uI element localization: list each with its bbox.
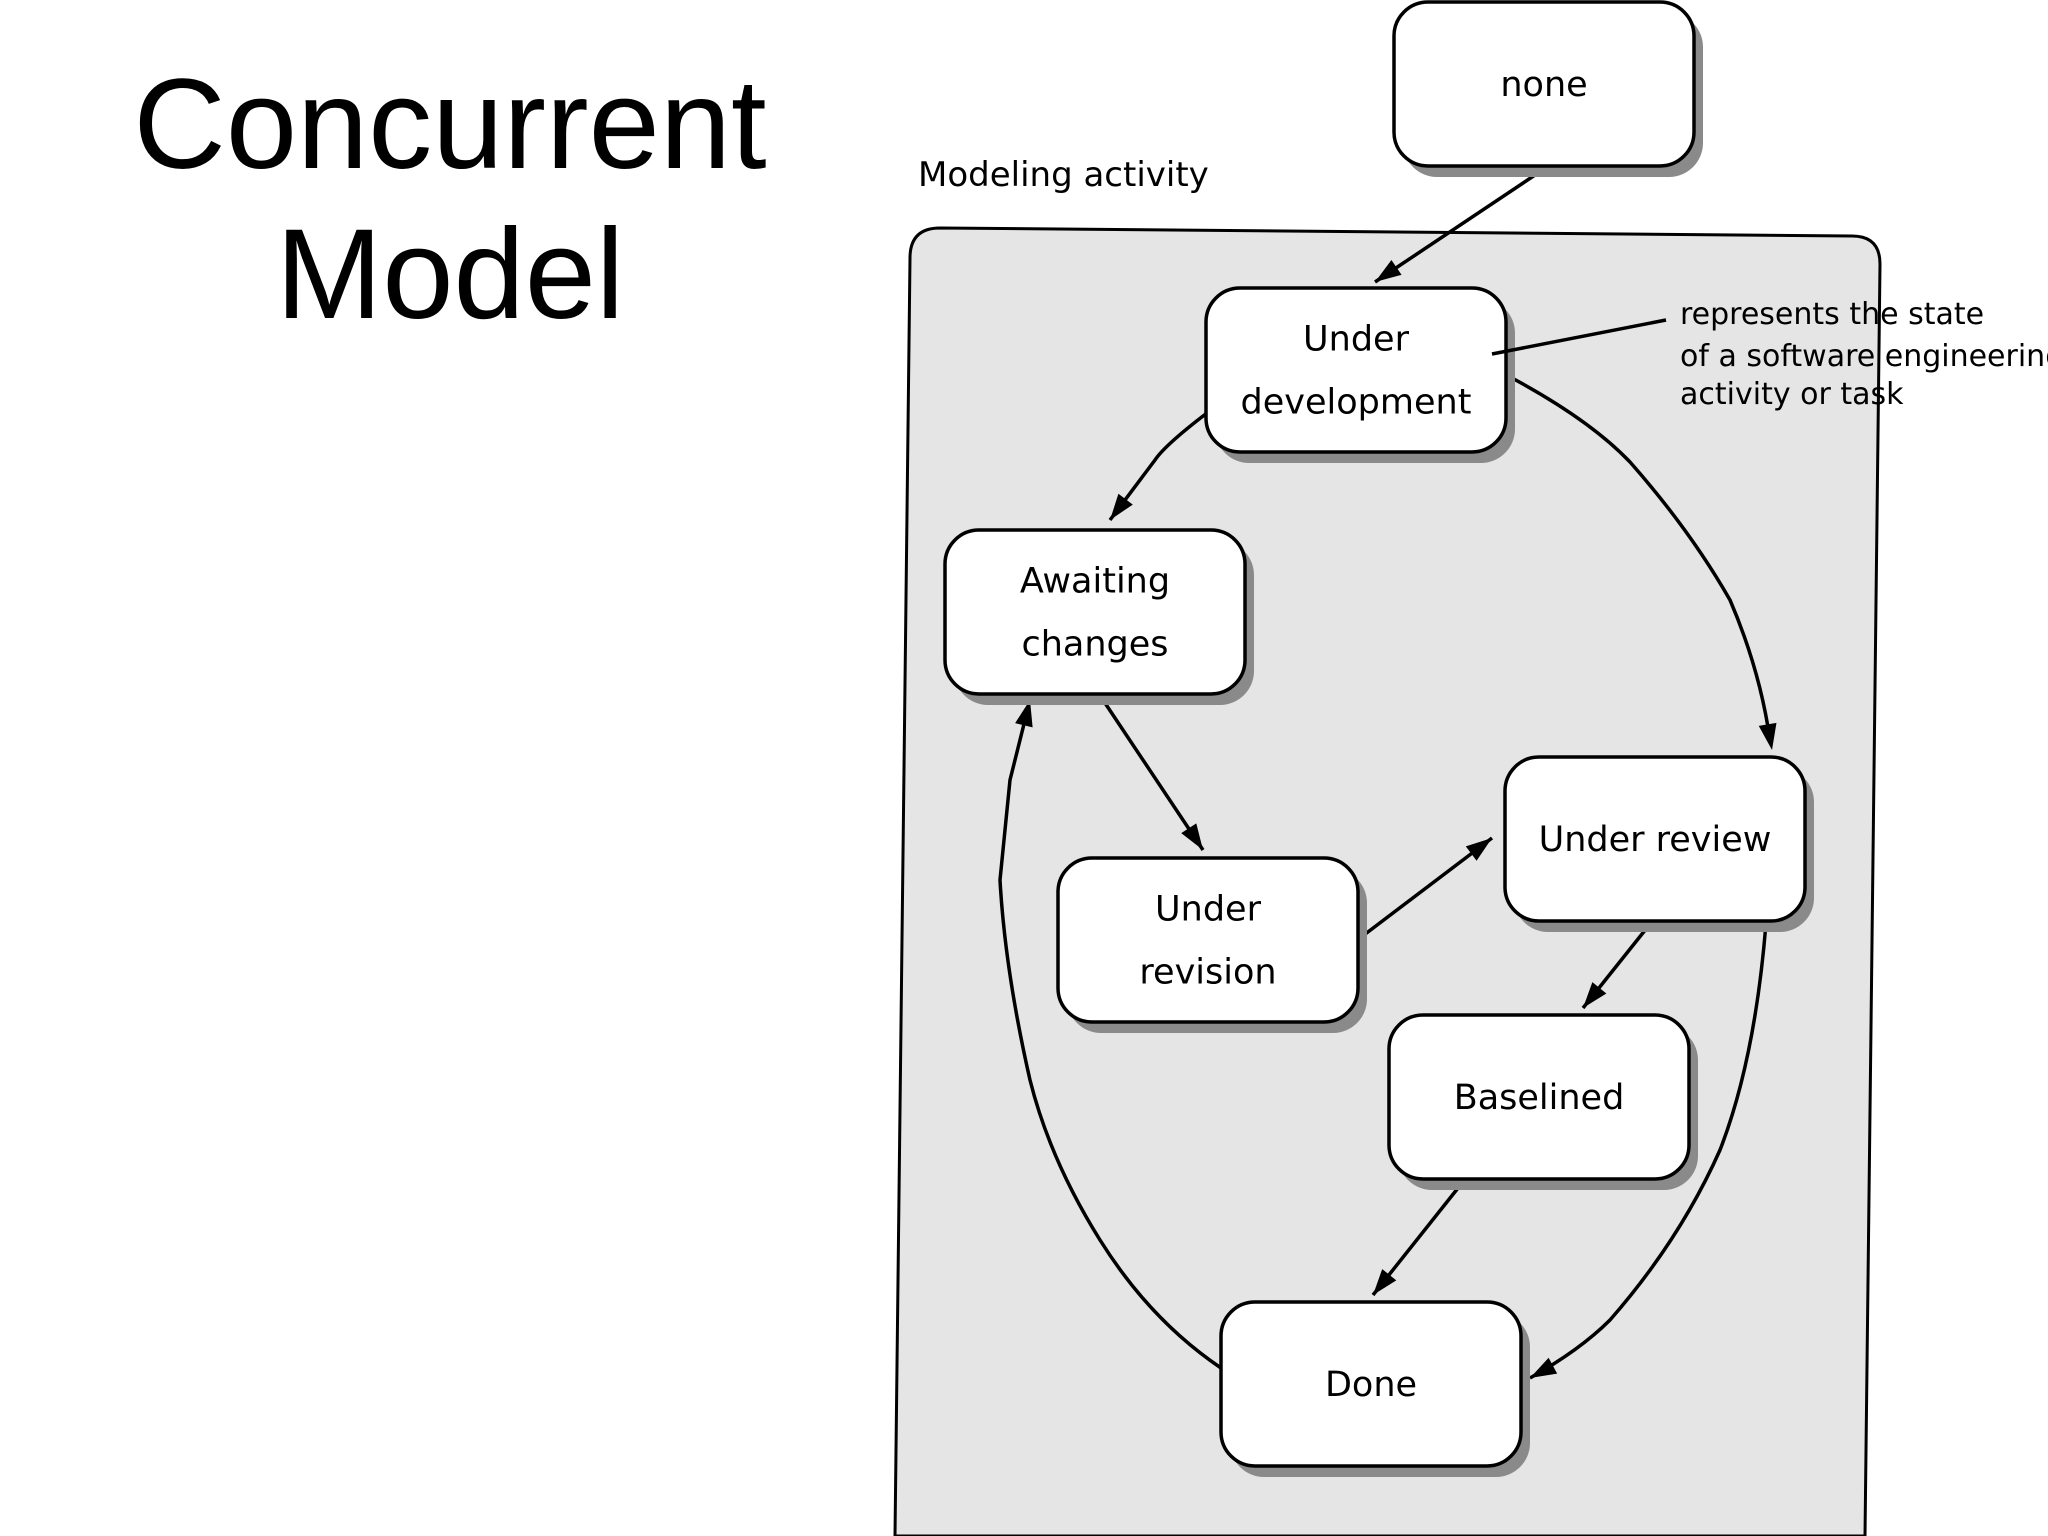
state-layer: noneUnderdevelopmentAwaitingchangesUnder… [943, 0, 1814, 1477]
arrowhead [1110, 493, 1133, 520]
state-box [1503, 755, 1807, 923]
arrowhead [1583, 982, 1607, 1008]
state-box [1056, 856, 1360, 1024]
transition-under-review-to-done [1529, 922, 1768, 1380]
slide-title-line-2: Model [275, 203, 625, 346]
transition-layer [998, 165, 1777, 1380]
state-box [1387, 1013, 1691, 1181]
state-label: revision [1139, 953, 1276, 993]
transition-line [1358, 836, 1494, 940]
state-label: Baselined [1454, 1078, 1625, 1118]
annotation-note: represents the state of a software engin… [1491, 297, 2048, 412]
arrowhead [1758, 722, 1777, 750]
transition-baselined-to-done [1371, 1181, 1464, 1297]
state-box [1204, 286, 1508, 454]
state-baselined: Baselined [1387, 1013, 1698, 1190]
state-under-development: Under development [1204, 286, 1515, 463]
transition-under-development-to-under-review [1511, 376, 1777, 750]
transition-line [1511, 376, 1772, 741]
state-label: none [1500, 65, 1587, 105]
transition-under-development-to-awaiting-changes [1108, 411, 1209, 522]
state-box [1392, 0, 1696, 168]
state-under-review: Under review [1503, 755, 1814, 932]
arrowhead [1465, 838, 1492, 861]
transition-line [1099, 696, 1205, 851]
state-label: Done [1325, 1365, 1417, 1405]
transition-line [1108, 411, 1209, 522]
state-label: Under [1303, 320, 1410, 360]
transition-awaiting-changes-to-under-revision [1099, 696, 1205, 851]
transition-done-to-awaiting-changes [998, 699, 1222, 1370]
state-label: changes [1021, 625, 1168, 665]
state-label: Awaiting [1020, 562, 1170, 602]
state-done: Done [1219, 1300, 1530, 1477]
arrowhead [1375, 259, 1402, 282]
arrowhead [1530, 1357, 1558, 1378]
state-label: Under [1155, 890, 1262, 930]
slide-title-line-1: Concurrent [133, 53, 767, 196]
transition-line [1529, 922, 1768, 1380]
state-awaiting-changes: Awaiting changes [943, 528, 1254, 705]
state-under-revision: Under revision [1056, 856, 1367, 1033]
state-label: development [1241, 383, 1472, 423]
transition-line [998, 699, 1222, 1370]
transition-under-revision-to-under-review [1358, 836, 1494, 940]
transition-line [1374, 165, 1548, 284]
arrowhead [1373, 1269, 1397, 1295]
state-label: Under review [1539, 820, 1772, 860]
state-none: none [1392, 0, 1703, 177]
annotation-leader-line [1491, 318, 1667, 356]
annotation-line-3: activity or task [1680, 377, 1904, 412]
annotation-line-2: of a software engineering [1680, 339, 2048, 374]
transition-none-to-under-development [1374, 165, 1548, 284]
arrowhead [1181, 823, 1203, 850]
annotation-line-1: represents the state [1680, 297, 1984, 332]
arrowhead [1015, 700, 1033, 728]
slide-title: Concurrent Model [80, 50, 820, 350]
transition-under-review-to-baselined [1581, 922, 1652, 1010]
container-label: Modeling activity [918, 155, 1209, 195]
state-box [943, 528, 1247, 696]
state-box [1219, 1300, 1523, 1468]
